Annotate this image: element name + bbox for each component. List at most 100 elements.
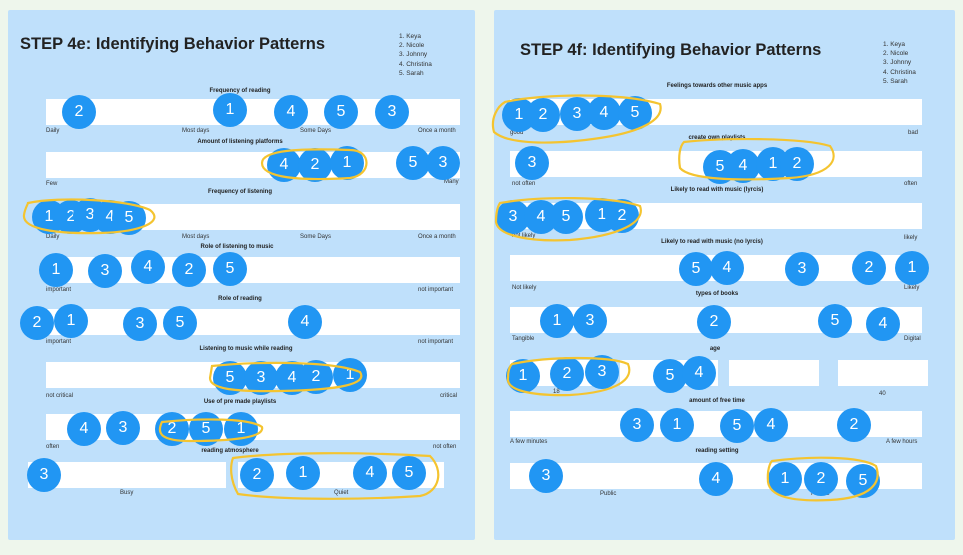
question-label: Feelings towards other music apps bbox=[666, 83, 768, 89]
scale-label: Busy bbox=[120, 490, 134, 496]
left-legend-item: 5. Sarah bbox=[399, 69, 424, 77]
scale-label: Many bbox=[444, 179, 459, 185]
scale-label: often bbox=[46, 444, 60, 450]
participant-marker: 4 bbox=[353, 456, 387, 490]
left-legend-item: 1. Keya bbox=[399, 33, 422, 40]
participant-marker: 5 bbox=[189, 412, 223, 446]
question-label: Use of pre made playlists bbox=[203, 399, 277, 405]
question-label: Frequency of reading bbox=[209, 88, 271, 94]
scale-label: A few minutes bbox=[510, 439, 548, 445]
participant-marker: 3 bbox=[123, 307, 157, 341]
left-title: STEP 4e: Identifying Behavior Patterns bbox=[20, 35, 326, 53]
participant-marker: 1 bbox=[286, 456, 320, 490]
scale-label: not important bbox=[418, 287, 454, 293]
participant-marker: 4 bbox=[699, 462, 733, 496]
scale-bar bbox=[28, 462, 226, 488]
participant-marker: 2 bbox=[240, 458, 274, 492]
participant-marker: 5 bbox=[653, 359, 687, 393]
scale-label: Digital bbox=[904, 336, 921, 342]
participant-marker: 2 bbox=[20, 306, 54, 340]
participant-marker: 3 bbox=[585, 355, 619, 389]
left-legend-item: 2. Nicole bbox=[399, 42, 425, 50]
scale-label: critical bbox=[440, 393, 458, 399]
scale-label: not often bbox=[433, 444, 457, 450]
scale-label: not important bbox=[418, 339, 454, 345]
participant-marker: 1 bbox=[768, 462, 802, 496]
question-label: Role of listening to music bbox=[200, 244, 274, 250]
participant-marker: 5 bbox=[324, 95, 358, 129]
question-label: Frequency of listening bbox=[207, 189, 273, 195]
question-label: Role of reading bbox=[218, 296, 262, 302]
right-legend-item: 2. Nicole bbox=[883, 50, 909, 58]
participant-marker: 1 bbox=[333, 358, 367, 392]
question-label: create own playlists bbox=[688, 135, 746, 141]
right-legend-item: 4. Christina bbox=[883, 68, 916, 76]
scale-label: Public bbox=[600, 491, 617, 497]
scale-label: important bbox=[46, 339, 72, 345]
participant-marker: 4 bbox=[67, 412, 101, 446]
participant-marker: 3 bbox=[785, 252, 819, 286]
scale-label: Some Days bbox=[300, 234, 332, 240]
participant-marker: 3 bbox=[529, 459, 563, 493]
right-title: STEP 4f: Identifying Behavior Patterns bbox=[520, 41, 822, 59]
participant-marker: 1 bbox=[506, 359, 540, 393]
question-label: types of books bbox=[695, 291, 739, 297]
participant-marker: 4 bbox=[131, 250, 165, 284]
scale-label: Some Days bbox=[300, 128, 332, 134]
scale-label: Not likely bbox=[512, 285, 537, 291]
participant-marker: 1 bbox=[54, 304, 88, 338]
right-legend: 1. Keya 2. Nicole 3. Johnny 4. Christina… bbox=[883, 40, 916, 86]
scale-label: Few bbox=[46, 181, 58, 187]
scale-label: Quiet bbox=[334, 490, 349, 496]
participant-marker: 5 bbox=[392, 456, 426, 490]
scale-label: Once a month bbox=[418, 234, 456, 240]
left-legend-item: 4. Christina bbox=[399, 60, 432, 68]
participant-marker: 2 bbox=[780, 147, 814, 181]
scale-label: often bbox=[904, 181, 918, 187]
scale-label: important bbox=[46, 287, 72, 293]
participant-marker: 2 bbox=[550, 357, 584, 391]
right-legend-item: 5. Sarah bbox=[883, 77, 908, 85]
participant-marker: 5 bbox=[720, 409, 754, 443]
scale-label: not likely bbox=[512, 233, 536, 239]
scale-bar bbox=[838, 360, 928, 386]
scale-label: 40 bbox=[879, 391, 886, 397]
participant-marker: 2 bbox=[697, 305, 731, 339]
participant-marker: 1 bbox=[330, 146, 364, 180]
participant-marker: 5 bbox=[213, 252, 247, 286]
participant-marker: 4 bbox=[682, 356, 716, 390]
scale-bar bbox=[729, 360, 819, 386]
participant-marker: 5 bbox=[112, 201, 146, 235]
scale-label: Most days bbox=[182, 128, 210, 134]
scale-label: 18 bbox=[553, 389, 560, 395]
right-legend-item: 1. Keya bbox=[883, 41, 906, 48]
participant-marker: 5 bbox=[679, 252, 713, 286]
participant-marker: 5 bbox=[846, 464, 880, 498]
participant-marker: 5 bbox=[396, 146, 430, 180]
left-legend-item: 3. Johnny bbox=[399, 51, 428, 59]
participant-marker: 3 bbox=[88, 254, 122, 288]
participant-marker: 2 bbox=[155, 412, 189, 446]
scale-bar bbox=[46, 152, 460, 178]
participant-marker: 5 bbox=[163, 306, 197, 340]
participant-marker: 3 bbox=[375, 95, 409, 129]
participant-marker: 4 bbox=[726, 149, 760, 183]
participant-marker: 3 bbox=[573, 304, 607, 338]
question-label: Amount of listening platforms bbox=[197, 139, 283, 145]
participant-marker: 2 bbox=[804, 462, 838, 496]
left-legend: 1. Keya 2. Nicole 3. Johnny 4. Christina… bbox=[399, 32, 432, 78]
scale-label: Once a month bbox=[418, 128, 456, 134]
question-label: age bbox=[709, 346, 721, 352]
participant-marker: 1 bbox=[39, 253, 73, 287]
participant-marker: 4 bbox=[710, 251, 744, 285]
scale-label: Daily bbox=[46, 234, 60, 240]
participant-marker: 4 bbox=[754, 408, 788, 442]
participant-marker: 1 bbox=[540, 304, 574, 338]
participant-marker: 2 bbox=[62, 95, 96, 129]
participant-marker: 1 bbox=[213, 93, 247, 127]
participant-marker: 1 bbox=[660, 408, 694, 442]
participant-marker: 1 bbox=[224, 412, 258, 446]
participant-marker: 3 bbox=[27, 458, 61, 492]
participant-marker: 5 bbox=[549, 200, 583, 234]
participant-marker: 4 bbox=[587, 96, 621, 130]
